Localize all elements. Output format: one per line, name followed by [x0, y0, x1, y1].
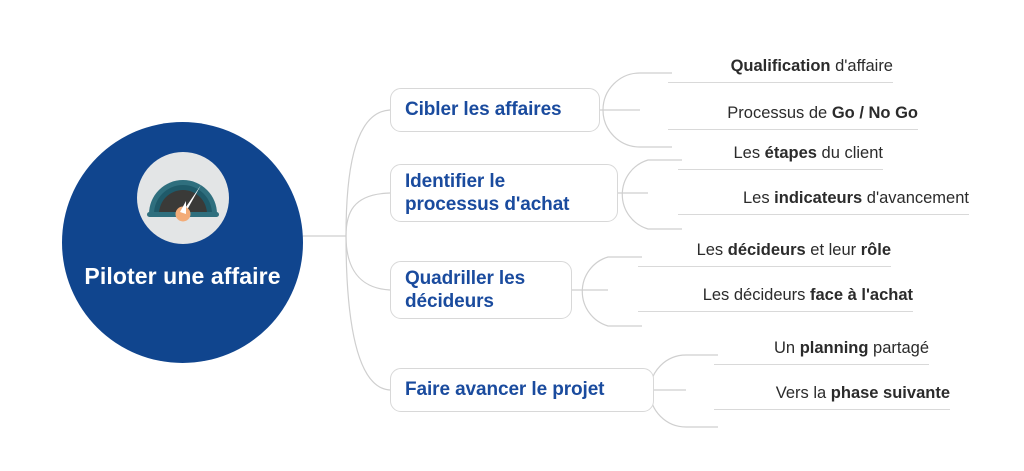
leaf-text: Processus de — [727, 104, 832, 122]
leaf-text: du client — [816, 144, 883, 162]
branch-box-identifier[interactable]: Identifier le processus d'achat — [390, 164, 618, 222]
leaf-bold-2: rôle — [860, 241, 891, 259]
branch-label-line: Faire avancer le projet — [405, 379, 605, 401]
center-label-line1: Piloter une — [84, 263, 205, 289]
branch-3-bracket — [581, 256, 642, 327]
leaf-item[interactable]: Les étapes du client — [678, 145, 883, 170]
fan-to-branch-3 — [345, 235, 391, 291]
leaf-bold: Go / No Go — [831, 104, 918, 122]
leaf-text: et leur — [805, 241, 861, 259]
leaf-text: Les — [742, 189, 775, 207]
center-label: Piloter une affaire — [84, 262, 280, 290]
branch-label-line: Quadriller les — [405, 267, 526, 289]
leaf-text: partagé — [868, 339, 929, 357]
branch-box-cibler[interactable]: Cibler les affaires — [390, 88, 600, 132]
leaf-bold: planning — [799, 339, 869, 357]
branch-box-quadriller[interactable]: Quadriller les décideurs — [390, 261, 572, 319]
branch-label-line: Identifier le — [405, 170, 506, 192]
branch-label-line: processus d'achat — [405, 194, 570, 215]
leaf-item[interactable]: Vers la phase suivante — [714, 385, 950, 410]
leaf-text: Vers la — [775, 384, 831, 402]
center-node[interactable]: Piloter une affaire — [62, 122, 303, 363]
center-label-line2: affaire — [210, 263, 281, 289]
leaf-item[interactable]: Les décideurs face à l'achat — [638, 287, 913, 312]
leaf-text: Les décideurs — [702, 286, 811, 304]
leaf-item[interactable]: Les décideurs et leur rôle — [638, 242, 891, 267]
leaf-bold: face à l'achat — [810, 286, 913, 304]
leaf-bold: indicateurs — [774, 189, 863, 207]
leaf-text: d'avancement — [862, 189, 969, 207]
fan-to-branch-1 — [345, 109, 391, 237]
leaf-item[interactable]: Les indicateurs d'avancement — [678, 190, 969, 215]
leaf-bold: décideurs — [727, 241, 806, 259]
leaf-item[interactable]: Un planning partagé — [714, 340, 929, 365]
gauge-icon — [136, 152, 229, 244]
leaf-bold: étapes — [764, 144, 817, 162]
leaf-item[interactable]: Processus de Go / No Go — [668, 105, 918, 130]
branch-2-bracket — [621, 159, 682, 230]
branch-label-line: décideurs — [405, 291, 494, 312]
leaf-text: d'affaire — [830, 57, 893, 75]
leaf-bold: Qualification — [730, 57, 831, 75]
branch-box-faire-avancer[interactable]: Faire avancer le projet — [390, 368, 654, 412]
branch-1-bracket — [602, 72, 672, 148]
fan-to-branch-2 — [345, 192, 391, 237]
leaf-text: Un — [774, 339, 800, 357]
leaf-item[interactable]: Qualification d'affaire — [668, 58, 893, 83]
leaf-bold: phase suivante — [830, 384, 950, 402]
branch-label-line: Cibler les affaires — [405, 99, 562, 121]
leaf-text: Les — [733, 144, 765, 162]
fan-to-branch-4 — [345, 235, 391, 391]
branch-4-bracket — [649, 354, 718, 428]
leaf-text: Les — [696, 241, 728, 259]
